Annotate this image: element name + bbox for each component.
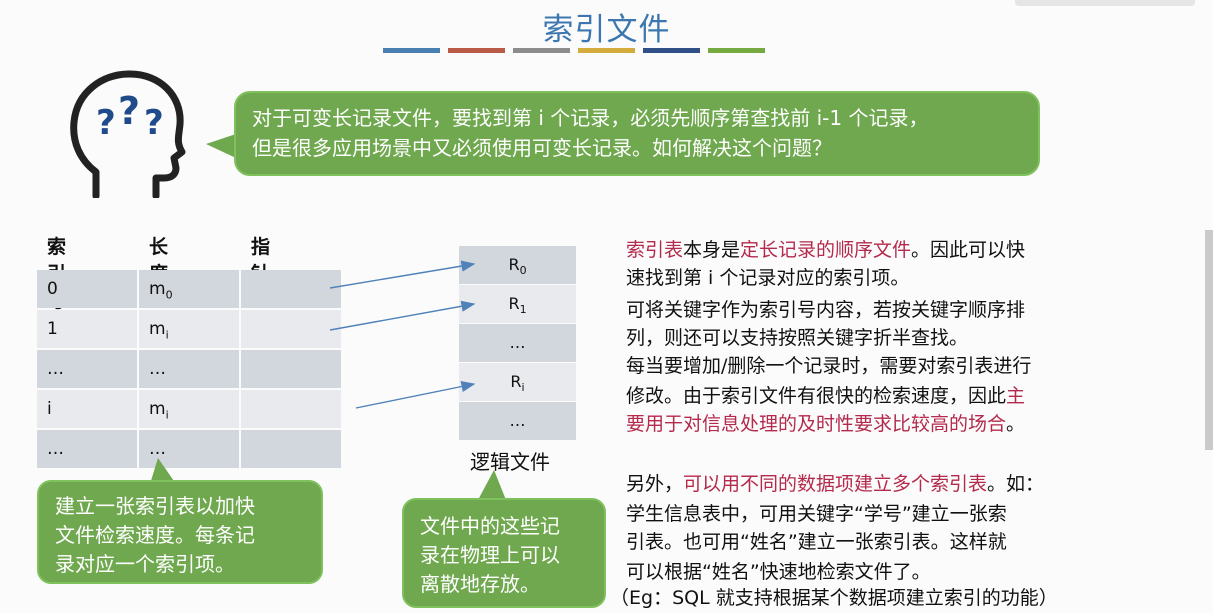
thinking-head-icon: ? ? ? xyxy=(70,70,186,198)
table-cell: 1 xyxy=(37,310,137,348)
logical-record: Ri xyxy=(459,363,576,401)
text-line: 要用于对信息处理的及时性要求比较高的场合。 xyxy=(626,413,1026,435)
note-left-line-3: 录对应一个索引项。 xyxy=(55,552,235,576)
table-cell: … xyxy=(37,430,137,468)
pointer-arrow xyxy=(329,260,476,289)
text-line: 修改。由于索引文件有很快的检索速度，因此主 xyxy=(626,385,1026,407)
svg-text:?: ? xyxy=(96,103,116,143)
table-cell xyxy=(241,430,341,468)
note-mid-line-1: 文件中的这些记 xyxy=(420,514,560,538)
text-line: 索引表本身是定长记录的顺序文件。因此可以快 xyxy=(626,239,1026,261)
note-left-line-1: 建立一张索引表以加快 xyxy=(55,494,255,518)
watermark-logo xyxy=(1015,0,1195,6)
note-mid-tail xyxy=(478,470,506,500)
note-left-line-2: 文件检索速度。每条记 xyxy=(55,523,255,547)
table-cell: 0 xyxy=(37,270,137,308)
text-line: 列，则还可以支持按照关键字折半查找。 xyxy=(626,327,969,349)
color-bar-4 xyxy=(578,48,635,53)
note-left-tail xyxy=(150,458,176,484)
question-line-1: 对于可变长记录文件，要找到第 i 个记录，必须先顺序第查找前 i-1 个记录， xyxy=(252,106,929,130)
edge-scrollbar xyxy=(1205,230,1213,450)
color-bar-2 xyxy=(448,48,505,53)
text-line: 可以根据“姓名”快速地检索文件了。 xyxy=(626,561,931,583)
pointer-arrow xyxy=(355,381,476,409)
text-line: 另外，可以用不同的数据项建立多个索引表。如： xyxy=(626,473,1045,495)
table-cell: i xyxy=(37,390,137,428)
question-bubble-tail xyxy=(206,134,236,158)
text-line: （Eg：SQL 就支持根据某个数据项建立索引的功能） xyxy=(610,587,1058,609)
question-line-2: 但是很多应用场景中又必须使用可变长记录。如何解决这个问题？ xyxy=(252,136,832,160)
table-cell: … xyxy=(139,350,239,388)
color-bar-5 xyxy=(643,48,700,53)
table-cell xyxy=(241,310,341,348)
text-line: 可将关键字作为索引号内容，若按关键字顺序排 xyxy=(626,299,1026,321)
note-mid-line-2: 录在物理上可以 xyxy=(420,543,560,567)
color-bar-3 xyxy=(513,48,570,53)
table-cell: … xyxy=(37,350,137,388)
text-line: 速找到第 i 个记录对应的索引项。 xyxy=(626,267,910,289)
logical-record: R0 xyxy=(459,246,576,284)
table-cell: m0 xyxy=(139,270,239,308)
note-mid: 文件中的这些记 录在物理上可以 离散地存放。 xyxy=(402,498,606,608)
logical-record: R1 xyxy=(459,285,576,323)
text-line: 每当要增加/删除一个记录时，需要对索引表进行 xyxy=(626,355,1032,377)
question-bubble: 对于可变长记录文件，要找到第 i 个记录，必须先顺序第查找前 i-1 个记录， … xyxy=(234,91,1040,176)
note-left: 建立一张索引表以加快 文件检索速度。每条记 录对应一个索引项。 xyxy=(37,480,323,584)
note-mid-line-3: 离散地存放。 xyxy=(420,572,540,596)
table-cell xyxy=(241,270,341,308)
table-cell xyxy=(241,390,341,428)
pointer-arrow xyxy=(329,300,476,331)
svg-text:?: ? xyxy=(118,89,140,133)
text-line: 引表。也可用“姓名”建立一张索引表。这样就 xyxy=(626,531,1007,553)
table-cell: mi xyxy=(139,310,239,348)
table-cell: mi xyxy=(139,390,239,428)
table-cell xyxy=(241,350,341,388)
page-title: 索引文件 xyxy=(542,12,671,48)
text-line: 学生信息表中，可用关键字“学号”建立一张索 xyxy=(626,503,1007,525)
svg-text:?: ? xyxy=(144,103,164,143)
logical-record: … xyxy=(459,402,576,440)
color-bar-6 xyxy=(708,48,765,53)
color-bar-1 xyxy=(383,48,440,53)
logical-record: … xyxy=(459,324,576,362)
